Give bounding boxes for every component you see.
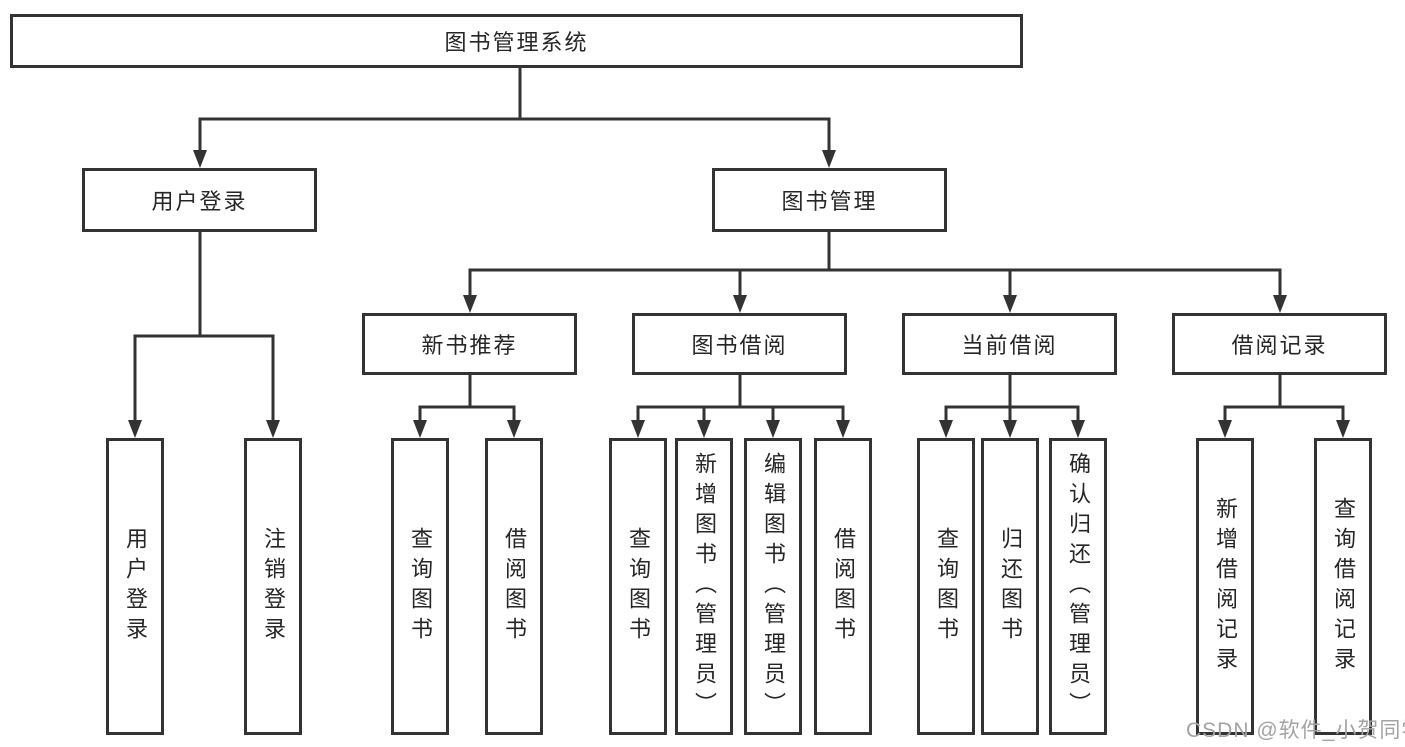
leaf-borrow-books-borrowing: 借阅图书 — [814, 438, 872, 735]
leaf-label: 借阅图书 — [502, 526, 527, 647]
leaf-confirm-return-admin: 确认归还（管理员） — [1049, 438, 1107, 735]
leaf-borrow-books-recommend: 借阅图书 — [485, 438, 543, 735]
csdn-watermark: CSDN @软件_小贺同学 — [1186, 719, 1405, 742]
node-current-borrowing: 当前借阅 — [902, 313, 1117, 375]
leaf-return-books: 归还图书 — [981, 438, 1039, 735]
leaf-add-borrow-record: 新增借阅记录 — [1196, 438, 1254, 735]
leaf-label: 注销登录 — [261, 526, 286, 647]
leaf-label: 用户登录 — [123, 526, 148, 647]
leaf-label: 归还图书 — [998, 526, 1023, 647]
leaf-label: 查询借阅记录 — [1331, 496, 1356, 677]
node-new-book-recommend: 新书推荐 — [362, 313, 577, 375]
leaf-add-book-admin: 新增图书（管理员） — [675, 438, 733, 735]
node-root: 图书管理系统 — [10, 14, 1023, 68]
leaf-query-books-current: 查询图书 — [917, 438, 975, 735]
leaf-label: 查询图书 — [626, 526, 651, 647]
node-book-management: 图书管理 — [712, 168, 947, 232]
leaf-logout: 注销登录 — [244, 438, 302, 735]
leaf-label: 查询图书 — [934, 526, 959, 647]
leaf-label: 新增图书（管理员） — [692, 451, 717, 722]
leaf-label: 确认归还（管理员） — [1066, 451, 1091, 722]
leaf-query-borrow-record: 查询借阅记录 — [1314, 438, 1372, 735]
leaf-label: 借阅图书 — [831, 526, 856, 647]
node-user-login: 用户登录 — [82, 168, 317, 232]
leaf-label: 查询图书 — [408, 526, 433, 647]
leaf-edit-book-admin: 编辑图书（管理员） — [744, 438, 802, 735]
node-book-borrowing: 图书借阅 — [632, 313, 847, 375]
leaf-label: 编辑图书（管理员） — [761, 451, 786, 722]
leaf-query-books-recommend: 查询图书 — [391, 438, 449, 735]
leaf-label: 新增借阅记录 — [1213, 496, 1238, 677]
leaf-user-login: 用户登录 — [106, 438, 164, 735]
node-borrowing-records: 借阅记录 — [1172, 313, 1387, 375]
leaf-query-books-borrowing: 查询图书 — [609, 438, 667, 735]
